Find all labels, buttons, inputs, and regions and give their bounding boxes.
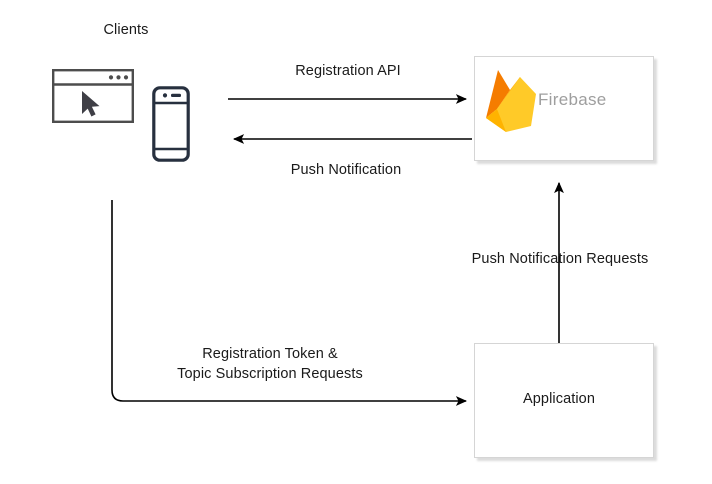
- edge-label-registration-token-line2: Topic Subscription Requests: [177, 366, 363, 382]
- edge-label-push-notification: Push Notification: [290, 162, 402, 178]
- firebase-flame-icon: [484, 64, 546, 132]
- edge-registration-token: [111, 200, 468, 406]
- clients-label: Clients: [103, 22, 149, 38]
- edge-label-registration-api: Registration API: [295, 63, 401, 79]
- node-firebase-label: Firebase: [538, 90, 607, 109]
- browser-window-icon: [52, 69, 134, 123]
- mobile-phone-icon: [152, 86, 190, 162]
- edge-label-registration-token-line1: Registration Token &: [202, 346, 338, 362]
- node-application[interactable]: [474, 343, 654, 458]
- edge-label-push-notification-requests: Push Notification Requests: [471, 251, 649, 267]
- node-application-label: Application: [522, 391, 596, 407]
- edge-label-registration-token: Registration Token & Topic Subscription …: [177, 344, 363, 384]
